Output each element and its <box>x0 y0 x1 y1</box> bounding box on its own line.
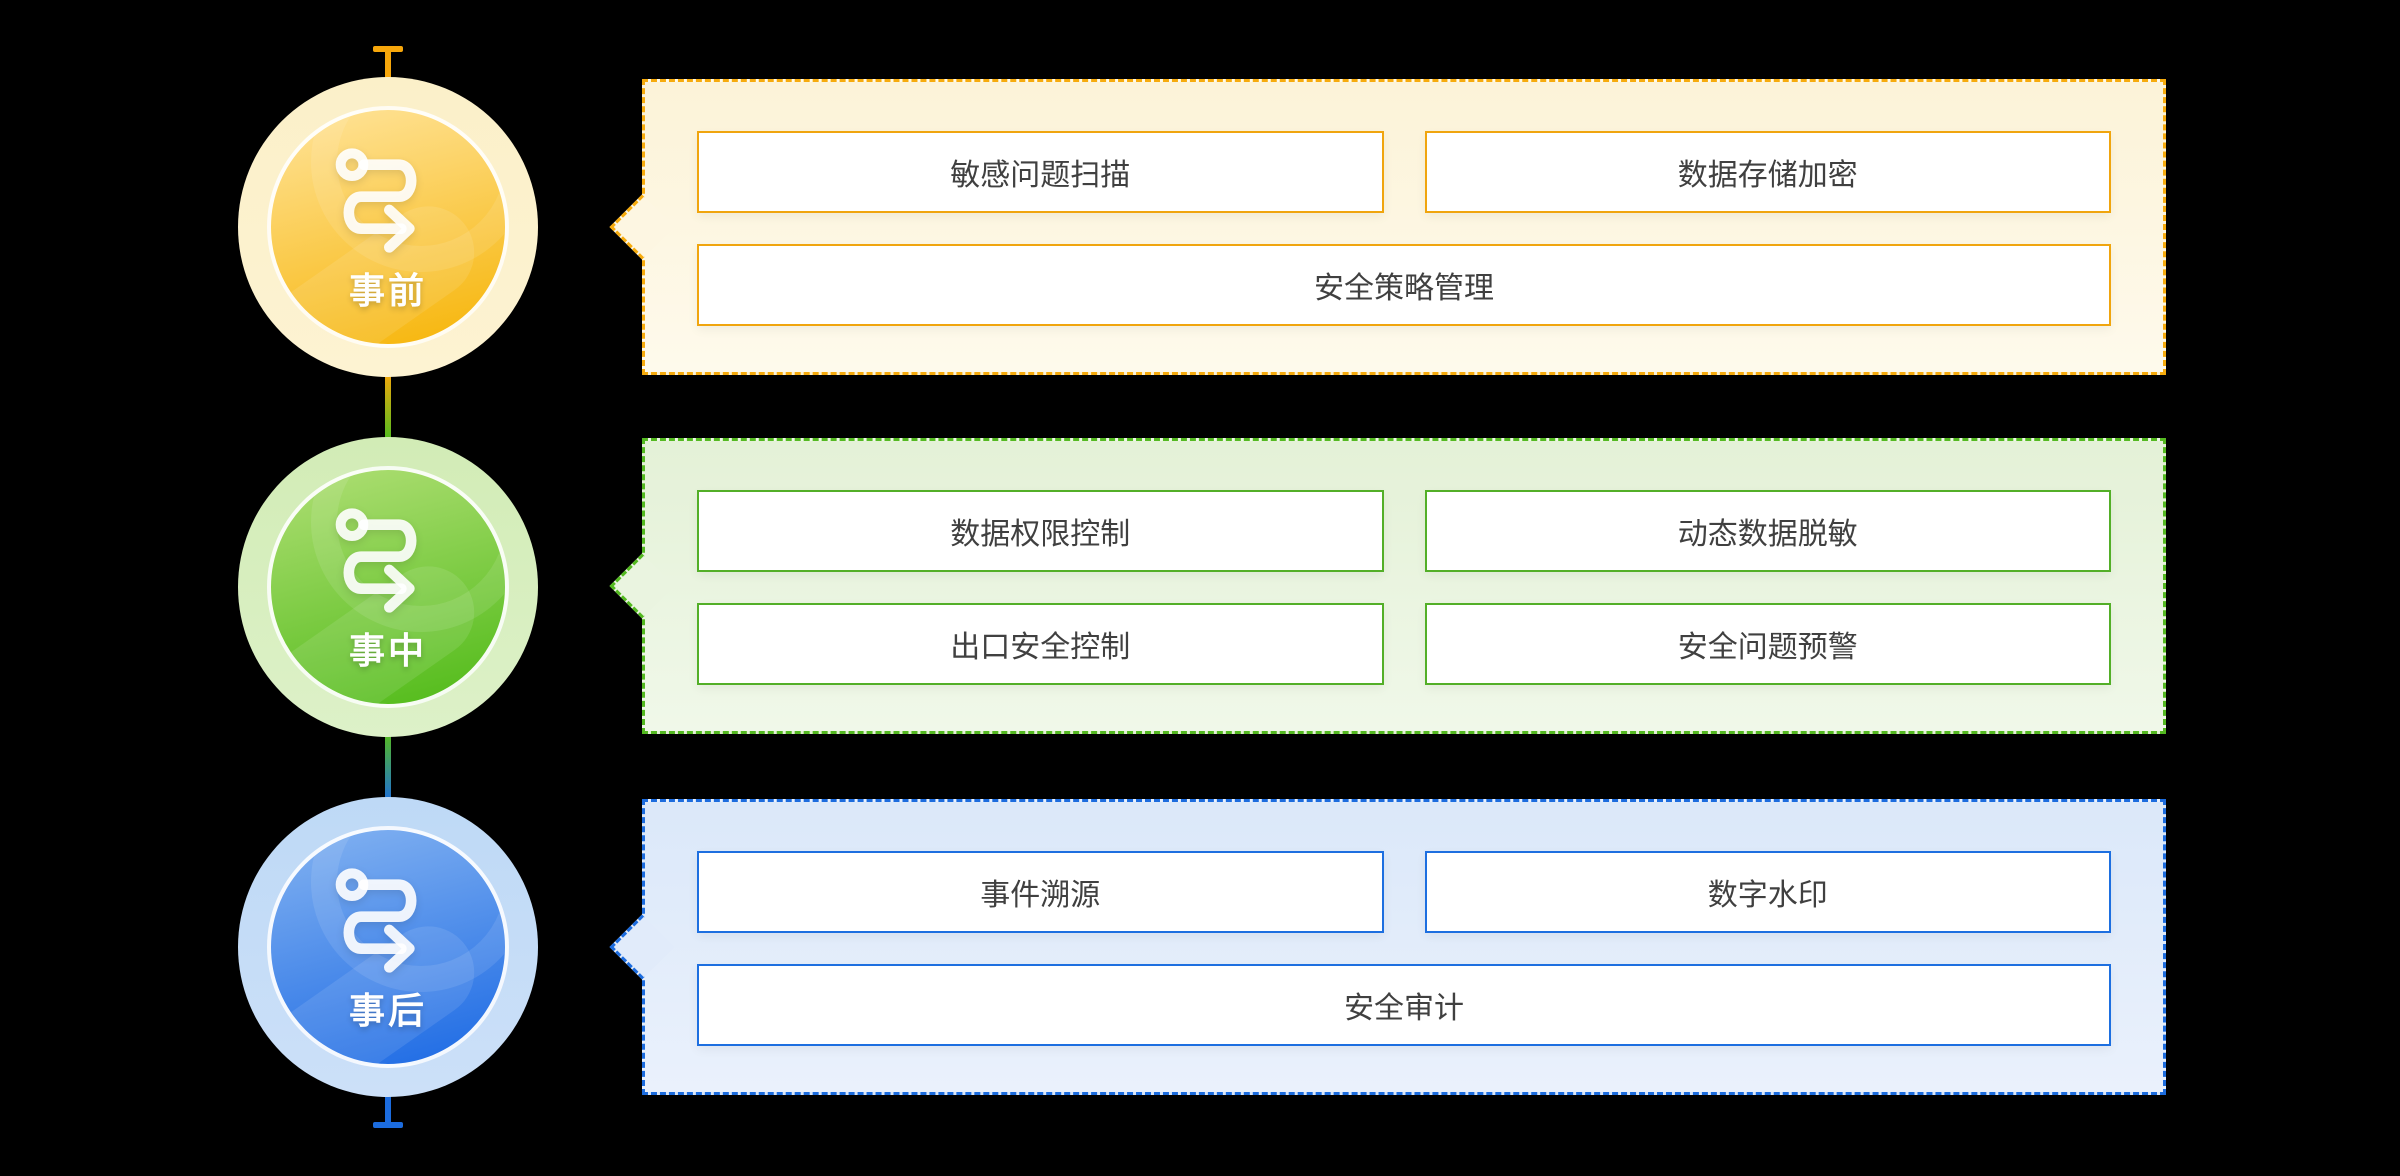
item-box: 安全审计 <box>697 964 2111 1046</box>
item-box: 数据权限控制 <box>697 490 1384 572</box>
stage-panel-pre: 敏感问题扫描 数据存储加密 安全策略管理 <box>642 79 2166 375</box>
route-icon <box>335 508 417 613</box>
stage-badge-during: 事中 <box>238 437 538 737</box>
stage-panel-during: 数据权限控制 动态数据脱敏 出口安全控制 安全问题预警 <box>642 438 2166 734</box>
timeline-cap-top <box>373 46 403 52</box>
item-box: 出口安全控制 <box>697 603 1384 685</box>
item-box: 安全策略管理 <box>697 244 2111 326</box>
stage-label: 事前 <box>348 270 427 311</box>
stage-panel-post: 事件溯源 数字水印 安全审计 <box>642 799 2166 1095</box>
stage-badge-pre-inner: 事前 <box>267 106 509 348</box>
timeline-cap-bottom <box>373 1122 403 1128</box>
item-box: 数据存储加密 <box>1424 131 2111 213</box>
panel-row: 数据权限控制 动态数据脱敏 <box>697 490 2111 572</box>
stage-badge-post: 事后 <box>238 797 538 1097</box>
panel-row: 安全策略管理 <box>697 244 2111 326</box>
panel-row: 敏感问题扫描 数据存储加密 <box>697 131 2111 213</box>
panel-row: 事件溯源 数字水印 <box>697 851 2111 933</box>
route-icon <box>335 148 417 253</box>
item-box: 数字水印 <box>1424 851 2111 933</box>
panel-row: 出口安全控制 安全问题预警 <box>697 603 2111 685</box>
stage-badge-during-inner: 事中 <box>267 466 509 708</box>
item-box: 敏感问题扫描 <box>697 131 1384 213</box>
stage-badge-pre: 事前 <box>238 77 538 377</box>
route-icon <box>335 868 417 973</box>
item-box: 安全问题预警 <box>1424 603 2111 685</box>
stage-label: 事中 <box>348 630 427 671</box>
stage-label: 事后 <box>348 990 427 1031</box>
item-box: 事件溯源 <box>697 851 1384 933</box>
item-box: 动态数据脱敏 <box>1424 490 2111 572</box>
stage-badge-post-inner: 事后 <box>267 826 509 1068</box>
panel-row: 安全审计 <box>697 964 2111 1046</box>
